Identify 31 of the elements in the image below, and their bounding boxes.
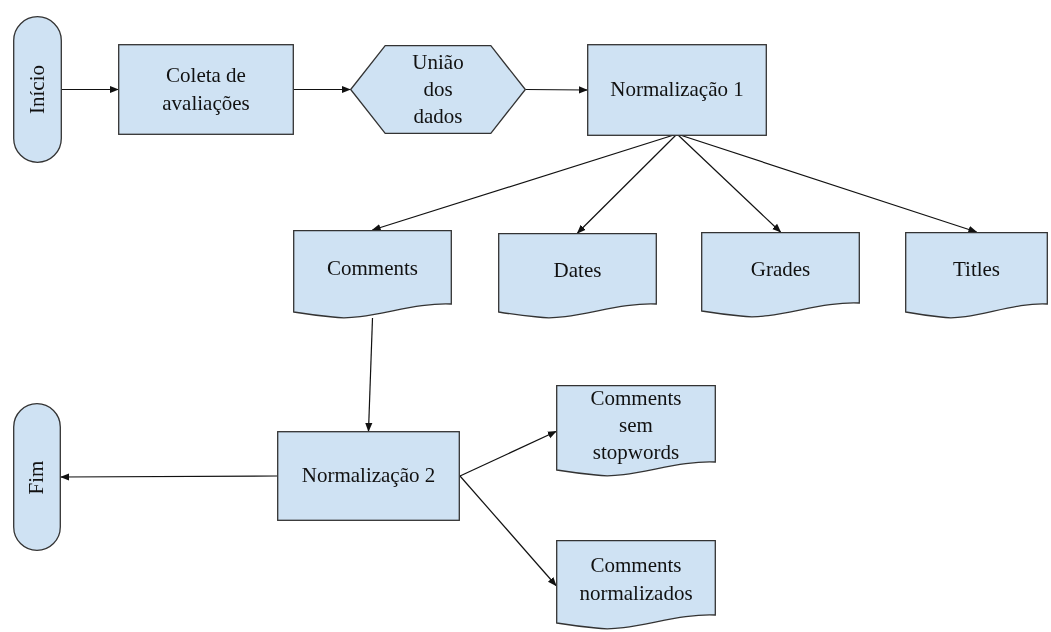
node-label: Comments xyxy=(326,255,419,283)
process-box xyxy=(587,44,767,136)
node-label: Fim xyxy=(26,460,48,494)
terminator-shape xyxy=(13,403,61,551)
node-label: Dates xyxy=(552,256,603,284)
node-label: União dos dados xyxy=(411,48,465,131)
node-label: Grades xyxy=(749,255,812,283)
node-label: Comments sem stopwords xyxy=(589,384,683,467)
node-label: Titles xyxy=(951,256,1002,284)
document-shape xyxy=(556,540,716,631)
document-shape xyxy=(498,233,657,320)
arrow xyxy=(61,85,119,94)
document-shape xyxy=(701,232,860,319)
arrow xyxy=(293,85,351,94)
preparation-hexagon xyxy=(350,45,526,134)
document-shape xyxy=(293,230,452,320)
node-label: Início xyxy=(27,65,48,114)
arrow xyxy=(60,473,278,481)
node-label: Comments normalizados xyxy=(578,552,694,607)
node-label: Normalização 1 xyxy=(609,76,745,104)
process-box xyxy=(118,44,294,135)
arrow xyxy=(525,86,588,94)
process-box xyxy=(277,431,460,521)
terminator-shape xyxy=(13,16,62,163)
arrow xyxy=(459,430,557,477)
document-shape xyxy=(905,232,1048,320)
arrow xyxy=(459,475,557,587)
node-label: Coleta de avaliações xyxy=(161,62,251,117)
document-shape xyxy=(556,385,716,478)
arrow xyxy=(365,317,374,432)
node-label: Normalização 2 xyxy=(300,462,437,490)
